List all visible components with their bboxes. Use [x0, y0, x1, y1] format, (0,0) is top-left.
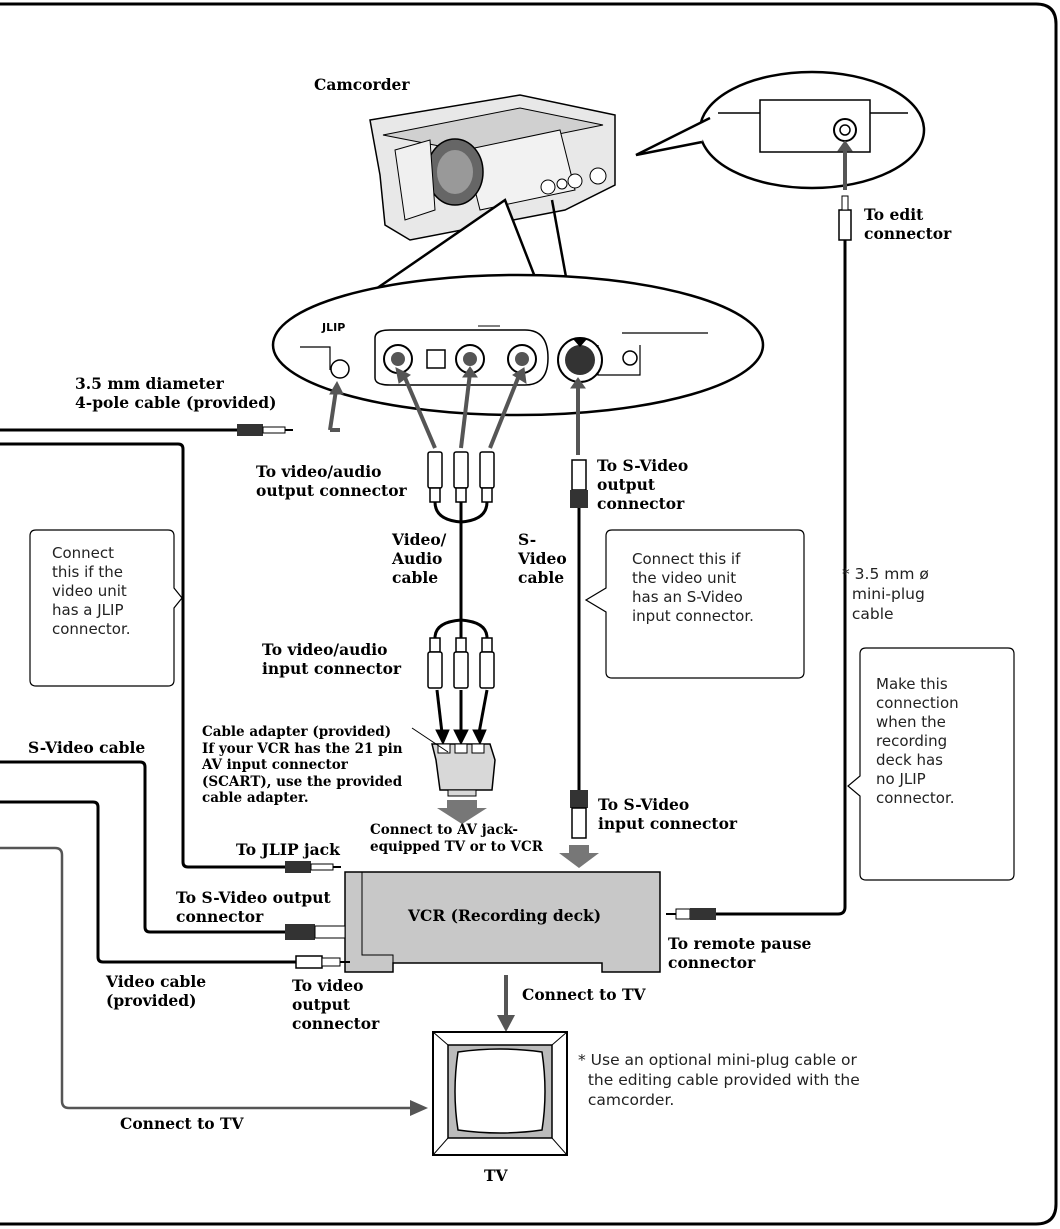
callout-svideo-text: Connect this if the video unit has an S-… — [632, 550, 754, 625]
cable-adapter-label: Cable adapter (provided) If your VCR has… — [202, 724, 403, 806]
av-cable-top — [433, 501, 489, 622]
rca-plugs-top — [427, 451, 495, 503]
jlip-logo: JLIP — [322, 321, 346, 334]
callout-box-svideo — [584, 529, 805, 679]
video-audio-cable-label: Video/ Audio cable — [392, 530, 447, 587]
adapter-arrows — [435, 689, 489, 746]
vcr-label: VCR (Recording deck) — [408, 906, 602, 925]
tv-illustration — [432, 1031, 568, 1156]
callout-box-jlip — [29, 529, 183, 687]
to-svideo-output-top-label: To S-Video output connector — [597, 456, 689, 513]
connect-av-label: Connect to AV jack- equipped TV or to VC… — [370, 822, 543, 855]
to-video-output-label: To video output connector — [292, 976, 380, 1033]
svideo-cable-mid — [559, 459, 599, 868]
to-video-audio-output-label: To video/audio output connector — [256, 462, 407, 500]
mini-plug-note: * 3.5 mm ø mini-plug cable — [842, 565, 929, 623]
callout-no-jlip-text: Make this connection when the recording … — [876, 675, 959, 807]
tv-cable-left — [0, 846, 428, 1116]
rca-plugs-bottom — [427, 637, 495, 689]
camcorder-label: Camcorder — [314, 75, 410, 94]
connect-to-tv-right-label: Connect to TV — [522, 985, 646, 1004]
av-cable-bottom — [433, 618, 489, 639]
svideo-cable-left — [0, 760, 346, 940]
jlip-cable — [0, 424, 341, 873]
edit-connector-zoom-bubble — [635, 70, 926, 190]
to-jlip-jack-label: To JLIP jack — [236, 840, 340, 859]
video-cable-left — [0, 800, 350, 969]
to-svideo-input-label: To S-Video input connector — [598, 795, 738, 833]
svideo-cable-mid-label: S- Video cable — [518, 530, 567, 587]
vcr-box — [344, 871, 661, 973]
optional-cable-note: * Use an optional mini-plug cable or the… — [578, 1051, 860, 1109]
to-remote-pause-label: To remote pause connector — [668, 934, 812, 972]
panel-arrows — [328, 140, 853, 455]
callout-jlip-text: Connect this if the video unit has a JLI… — [52, 544, 131, 638]
four-pole-cable-label: 3.5 mm diameter 4-pole cable (provided) — [75, 374, 277, 412]
connect-to-tv-left-label: Connect to TV — [120, 1114, 244, 1133]
to-svideo-output-left-label: To S-Video output connector — [176, 888, 331, 926]
video-cable-provided-label: Video cable (provided) — [106, 972, 207, 1010]
to-edit-connector-label: To edit connector — [864, 205, 952, 243]
tv-label: TV — [484, 1166, 508, 1185]
connector-panel-zoom-bubble — [271, 198, 765, 417]
to-video-audio-input-label: To video/audio input connector — [262, 640, 402, 678]
svideo-cable-left-label: S-Video cable — [28, 738, 146, 757]
remote-pause-cable — [666, 195, 852, 920]
scart-adapter-icon — [411, 727, 496, 824]
callout-box-no-jlip — [847, 647, 1015, 881]
